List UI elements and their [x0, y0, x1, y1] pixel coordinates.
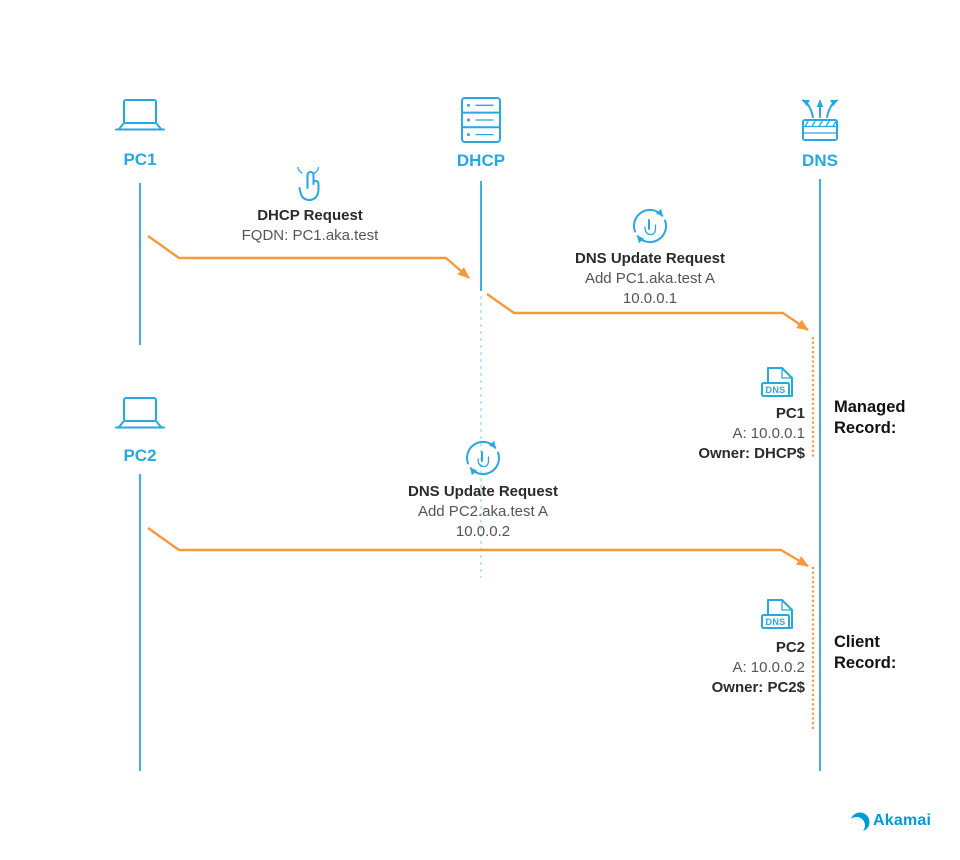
record-category-line: Record: [834, 419, 897, 437]
actor-label-dns: DNS [802, 151, 838, 170]
message-dns-update-1: DNS Update Request Add PC1.aka.test A 10… [540, 249, 760, 309]
arrow-dns-update-2 [147, 527, 809, 568]
record-name: PC1 [775, 405, 805, 422]
record-category-client: Client Record: [834, 632, 896, 674]
message-dhcp-request: DHCP Request FQDN: PC1.aka.test [200, 206, 420, 246]
tap-icon [297, 166, 320, 201]
record-owner: Owner: PC2$ [711, 679, 805, 696]
message-title: DNS Update Request [574, 250, 726, 267]
record-managed: PC1 A: 10.0.0.1 Owner: DHCP$ [645, 404, 805, 464]
message-line: 10.0.0.1 [622, 290, 678, 307]
record-address: A: 10.0.0.1 [732, 425, 805, 442]
laptop-icon [115, 99, 165, 131]
arrow-dhcp-request [147, 235, 470, 279]
actor-label-pc2: PC2 [123, 446, 157, 465]
network-icon [802, 99, 838, 141]
record-address: A: 10.0.0.2 [732, 659, 805, 676]
record-icon-label: DNS [765, 617, 786, 627]
actor-label-dhcp: DHCP [456, 151, 506, 170]
record-category-line: Managed [834, 398, 906, 416]
sync-icon [466, 440, 500, 476]
dns-record-icon [761, 599, 793, 629]
laptop-icon [115, 397, 165, 429]
message-title: DHCP Request [257, 207, 363, 224]
akamai-logo-icon [848, 812, 870, 834]
server-icon [461, 97, 501, 143]
message-line: Add PC2.aka.test A [417, 503, 549, 520]
arrow-dns-update-1 [486, 293, 809, 331]
message-line: FQDN: PC1.aka.test [241, 227, 379, 244]
record-category-managed: Managed Record: [834, 397, 906, 439]
message-line: 10.0.0.2 [455, 523, 511, 540]
sync-icon [633, 208, 667, 244]
akamai-logo-text: Akamai [873, 812, 932, 829]
dns-record-icon [761, 367, 793, 397]
record-icon-label: DNS [765, 385, 786, 395]
message-title: DNS Update Request [407, 483, 559, 500]
message-line: Add PC1.aka.test A [584, 270, 716, 287]
record-category-line: Client [834, 633, 880, 651]
message-dns-update-2: DNS Update Request Add PC2.aka.test A 10… [373, 482, 593, 542]
record-owner: Owner: DHCP$ [698, 445, 805, 462]
record-name: PC2 [775, 639, 805, 656]
record-client: PC2 A: 10.0.0.2 Owner: PC2$ [645, 638, 805, 698]
actor-label-pc1: PC1 [123, 150, 157, 169]
record-category-line: Record: [834, 654, 897, 672]
